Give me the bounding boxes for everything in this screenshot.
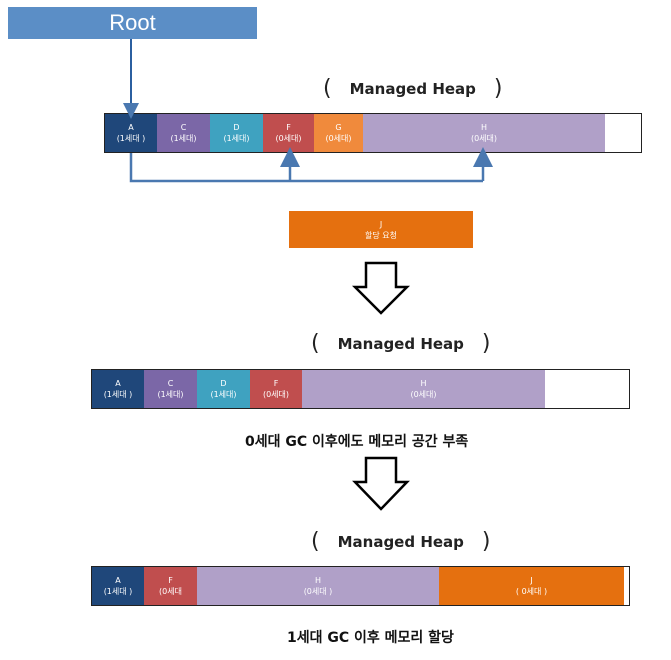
- heap-title-3: ( Managed Heap ): [311, 531, 491, 553]
- block-name: H: [480, 123, 487, 132]
- alloc-label: 할당 요청: [365, 230, 397, 240]
- managed-heap-2: A (1세대 ) C (1세대) D (1세대) F (0세대) H (0세대): [91, 369, 630, 409]
- right-bracket: ): [481, 331, 491, 356]
- managed-heap-1: A (1세대 ) C (1세대) D (1세대) F (0세대) G (0세대)…: [104, 113, 642, 153]
- right-bracket: ): [493, 76, 503, 101]
- block-gen: (0세대): [262, 390, 290, 399]
- block-name: C: [180, 123, 187, 132]
- block-name: H: [420, 379, 427, 388]
- heap1-block-g: G (0세대): [314, 114, 363, 152]
- block-name: G: [335, 123, 342, 132]
- heap-title-text-1: Managed Heap: [349, 80, 476, 98]
- block-gen: (1세대): [170, 134, 197, 143]
- down-arrow-icon: [351, 261, 411, 315]
- heap2-block-a: A (1세대 ): [92, 370, 144, 408]
- right-bracket: ): [481, 529, 491, 554]
- alloc-name: J: [379, 219, 383, 229]
- heap2-block-f: F (0세대): [250, 370, 302, 408]
- left-bracket: (: [311, 331, 320, 356]
- block-gen: (1세대 ): [103, 587, 133, 596]
- heap-title-text-2: Managed Heap: [337, 335, 464, 353]
- heap2-block-c: C (1세대): [144, 370, 197, 408]
- block-gen: (0세대): [275, 134, 302, 143]
- heap-title-text-3: Managed Heap: [337, 533, 464, 551]
- left-bracket: (: [323, 76, 332, 101]
- heap1-block-h: H (0세대): [363, 114, 605, 152]
- block-gen: (1세대 ): [116, 134, 146, 143]
- down-arrow-icon: [352, 456, 410, 511]
- caption-gen0-gc: 0세대 GC 이후에도 메모리 공간 부족: [245, 434, 469, 450]
- block-gen: (1세대 ): [103, 390, 133, 399]
- block-gen: ( 0세대 ): [515, 587, 548, 596]
- block-name: F: [286, 123, 291, 132]
- block-name: C: [167, 379, 174, 388]
- heap-title-2: ( Managed Heap ): [311, 333, 491, 355]
- root-box: Root: [8, 7, 257, 39]
- block-name: F: [273, 379, 279, 388]
- root-label: Root: [109, 10, 156, 35]
- heap3-block-f: F (0세대: [144, 567, 197, 605]
- block-name: D: [220, 379, 227, 388]
- block-gen: (1세대): [210, 390, 237, 399]
- heap-title-1: ( Managed Heap ): [323, 78, 503, 100]
- block-name: D: [233, 123, 240, 132]
- reference-line-a: [129, 153, 483, 183]
- heap3-block-h: H (0세대 ): [197, 567, 439, 605]
- block-name: J: [530, 576, 533, 585]
- heap2-block-h: H (0세대): [302, 370, 545, 408]
- block-gen: (0세대): [410, 390, 437, 399]
- heap3-block-a: A (1세대 ): [92, 567, 144, 605]
- heap3-block-j: J ( 0세대 ): [439, 567, 624, 605]
- heap1-block-c: C (1세대): [157, 114, 210, 152]
- block-name: A: [115, 379, 121, 388]
- block-gen: (0세대 ): [303, 587, 333, 596]
- block-name: A: [128, 123, 134, 132]
- block-gen: (0세대): [470, 134, 498, 143]
- block-gen: (1세대): [223, 134, 250, 143]
- managed-heap-3: A (1세대 ) F (0세대 H (0세대 ) J ( 0세대 ): [91, 566, 630, 606]
- heap1-block-a: A (1세대 ): [105, 114, 157, 152]
- block-name: F: [168, 576, 173, 585]
- block-gen: (0세대: [159, 587, 182, 596]
- caption-gen1-gc: 1세대 GC 이후 메모리 할당: [287, 630, 454, 646]
- heap2-block-d: D (1세대): [197, 370, 250, 408]
- block-name: H: [314, 576, 321, 585]
- left-bracket: (: [311, 529, 320, 554]
- heap1-block-f: F (0세대): [263, 114, 314, 152]
- allocation-request-j: J 할당 요청: [289, 211, 473, 248]
- block-gen: (1세대): [157, 390, 184, 399]
- block-gen: (0세대): [325, 134, 352, 143]
- heap1-block-d: D (1세대): [210, 114, 263, 152]
- block-name: A: [115, 576, 121, 585]
